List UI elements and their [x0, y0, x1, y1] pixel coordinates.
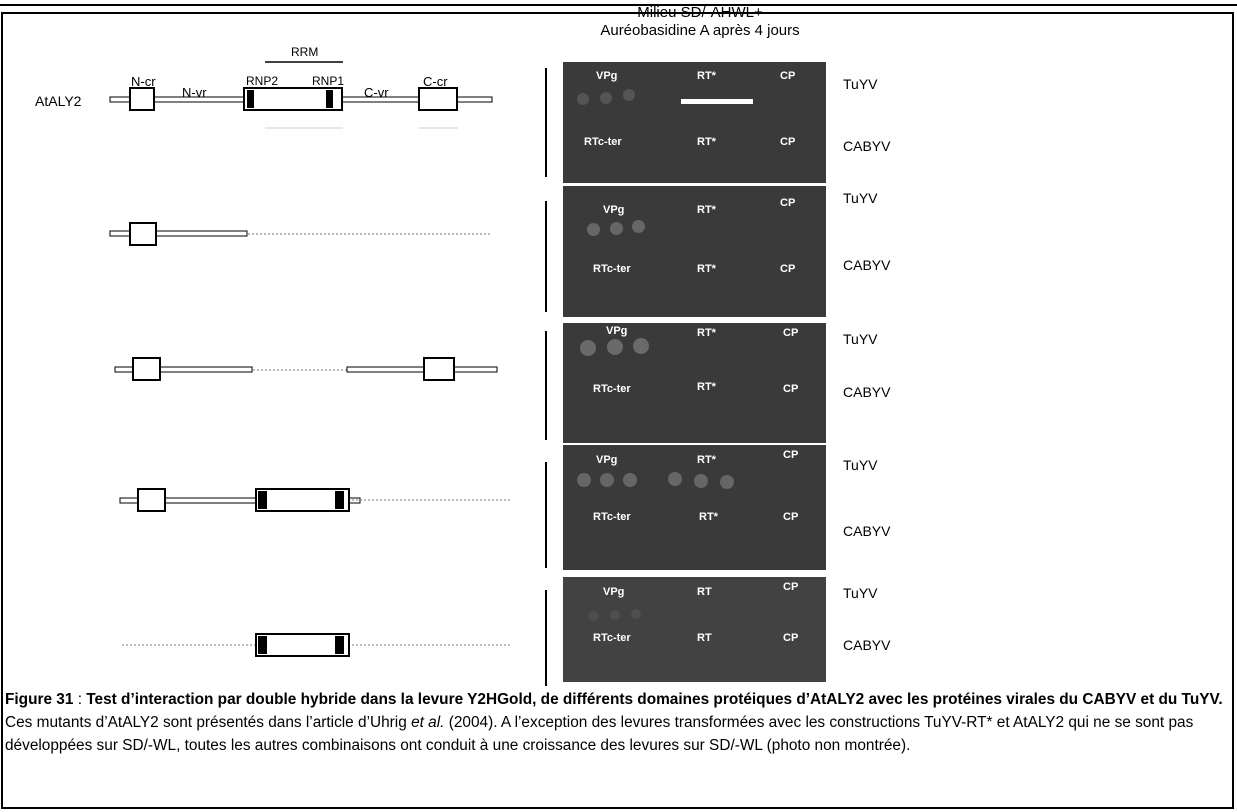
rnp2-label: RNP2: [246, 74, 278, 88]
bait-label: RT*: [697, 204, 716, 216]
construct-full-length: AtALY2 RRM RNP2 RNP1 N-cr N-vr C-vr C-cr: [35, 45, 493, 129]
virus-label-cabyv: CABYV: [843, 257, 891, 273]
figure-frame: [1, 12, 1234, 809]
bait-label: RT: [697, 586, 712, 598]
bait-label: VPg: [606, 325, 628, 337]
bait-label: RT*: [697, 381, 716, 393]
virus-label-tuyv: TuYV: [843, 585, 878, 601]
yeast-spot: [587, 223, 600, 236]
medium-line-2: Auréobasidine A après 4 jours: [600, 22, 800, 39]
yeast-spot: [577, 93, 589, 105]
bait-label: RT*: [697, 136, 716, 148]
yeast-spot: [610, 222, 623, 235]
virus-label-tuyv: TuYV: [843, 76, 878, 92]
virus-label-cabyv: CABYV: [843, 637, 891, 653]
bait-label: CP: [783, 632, 799, 644]
missing-spot-marker: [681, 99, 753, 104]
figure-number: Figure 31: [5, 691, 74, 708]
virus-label-tuyv: TuYV: [843, 457, 878, 473]
yeast-plate-1: VPg RT* CP RTc-ter RT* CP: [563, 62, 826, 183]
bait-label: RT: [697, 632, 712, 644]
bait-label: VPg: [596, 454, 618, 466]
bait-label: VPg: [603, 586, 625, 598]
bait-label: CP: [780, 197, 796, 209]
yeast-spot: [577, 473, 591, 487]
yeast-spot: [694, 474, 708, 488]
construct-diagrams: AtALY2 RRM RNP2 RNP1 N-cr N-vr C-vr C-cr: [35, 45, 547, 686]
yeast-spot: [633, 338, 649, 354]
construct-name: AtALY2: [35, 93, 82, 109]
bait-label: RT*: [697, 70, 716, 82]
cvr-label: C-vr: [364, 85, 389, 100]
medium-header: Milieu SD/-AHWL+ Auréobasidine A après 4…: [540, 4, 860, 40]
bait-label: RTc-ter: [593, 263, 631, 275]
yeast-spot: [600, 473, 614, 487]
construct-rrm-only: [122, 633, 512, 657]
virus-label-cabyv: CABYV: [843, 523, 891, 539]
caption-etal: et al.: [411, 714, 445, 731]
bait-label: RT*: [697, 263, 716, 275]
virus-label-tuyv: TuYV: [843, 331, 878, 347]
bait-label: CP: [783, 581, 799, 593]
rrm-label: RRM: [291, 45, 318, 59]
bait-label: RT*: [697, 454, 716, 466]
nvr-label: N-vr: [182, 85, 207, 100]
figure-caption: Figure 31 : Test d’interaction par doubl…: [5, 688, 1232, 757]
bait-label: RTc-ter: [593, 511, 631, 523]
yeast-spot: [600, 92, 612, 104]
yeast-spot: [623, 473, 637, 487]
bait-label: CP: [783, 511, 799, 523]
top-rule: [0, 4, 1237, 6]
caption-title: Test d’interaction par double hybride da…: [86, 691, 1223, 708]
yeast-plate-4: VPg RT* CP RTc-ter RT* CP: [563, 445, 826, 570]
ccr-label: C-cr: [423, 74, 448, 89]
yeast-spot: [631, 609, 641, 619]
bait-label: CP: [783, 327, 799, 339]
yeast-plate-2: VPg RT* CP RTc-ter RT* CP: [563, 186, 826, 317]
bait-label: VPg: [596, 70, 618, 82]
yeast-spot: [668, 472, 682, 486]
bait-label: RT*: [697, 327, 716, 339]
caption-text-1: Ces mutants d’AtALY2 sont présentés dans…: [5, 714, 412, 731]
construct-delta-rrm: [114, 357, 498, 381]
ncr-label: N-cr: [131, 74, 156, 89]
yeast-spot: [607, 339, 623, 355]
construct-n-terminal: [109, 222, 492, 246]
bait-label: RTc-ter: [593, 632, 631, 644]
yeast-spot: [623, 89, 635, 101]
bait-label: CP: [783, 383, 799, 395]
caption-text-2: (2004). A l’exception des levures transf…: [5, 714, 1194, 754]
bait-label: CP: [780, 263, 796, 275]
medium-line-1: Milieu SD/-AHWL+: [637, 4, 763, 21]
bait-label: CP: [780, 136, 796, 148]
bait-label: RTc-ter: [593, 383, 631, 395]
yeast-plate-5: VPg RT CP RTc-ter RT CP: [563, 577, 826, 682]
virus-label-tuyv: TuYV: [843, 190, 878, 206]
virus-label-cabyv: CABYV: [843, 384, 891, 400]
yeast-plate-3: VPg RT* CP RTc-ter RT* CP: [563, 323, 826, 443]
bait-label: RTc-ter: [584, 136, 622, 148]
bait-label: CP: [783, 449, 799, 461]
caption-separator: :: [73, 691, 87, 708]
bait-label: VPg: [603, 204, 625, 216]
virus-label-cabyv: CABYV: [843, 138, 891, 154]
yeast-spot: [610, 610, 620, 620]
rnp1-label: RNP1: [312, 74, 344, 88]
yeast-spot: [580, 340, 596, 356]
yeast-spot: [720, 475, 734, 489]
yeast-spot: [632, 220, 645, 233]
construct-n-rrm: [119, 488, 512, 512]
bait-label: CP: [780, 70, 796, 82]
yeast-spot: [588, 611, 598, 621]
bait-label: RT*: [699, 511, 718, 523]
